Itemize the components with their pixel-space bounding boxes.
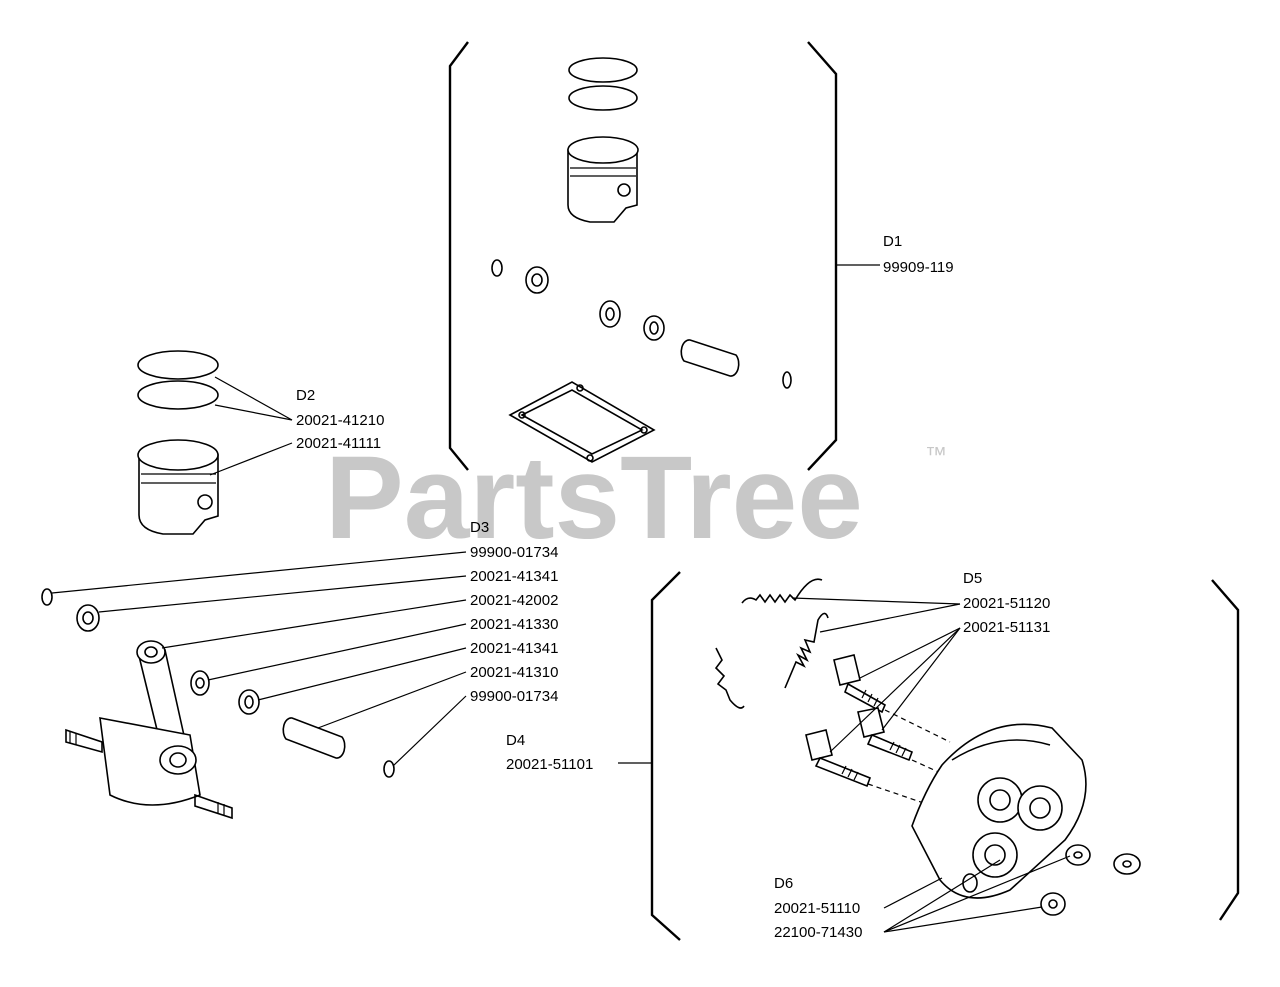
d3-part-number-1: 99900-01734 <box>470 544 558 561</box>
d2-piston-illustration <box>137 439 219 535</box>
d5-bolts-illustration <box>805 654 914 788</box>
d3-ref: D3 <box>470 519 489 536</box>
d3-part-number-6: 20021-41310 <box>470 664 558 681</box>
d5-part-number-1: 20021-51120 <box>963 595 1050 612</box>
d6-part-number-1: 20021-51110 <box>774 900 860 917</box>
d4-ref: D4 <box>506 732 525 749</box>
d1-gasket-illustration <box>508 381 656 463</box>
d1-small-parts-illustration <box>491 259 792 389</box>
d3-part-number-5: 20021-41341 <box>470 640 558 657</box>
d1-piston-rings-illustration <box>568 57 638 111</box>
d1-part-number: 99909-119 <box>883 259 954 276</box>
d3-parts-illustration <box>41 588 395 778</box>
watermark-trademark: ™ <box>925 442 947 467</box>
d5-springs-illustration <box>714 578 829 709</box>
d1-ref: D1 <box>883 233 902 250</box>
d5-part-number-2: 20021-51131 <box>963 619 1050 636</box>
d3-part-number-2: 20021-41341 <box>470 568 558 585</box>
d2-piston-rings-illustration <box>137 350 219 410</box>
d2-ref: D2 <box>296 387 315 404</box>
d1-piston-illustration <box>567 136 639 223</box>
d5-ref: D5 <box>963 570 982 587</box>
d6-part-number-2: 22100-71430 <box>774 924 862 941</box>
d6-ref: D6 <box>774 875 793 892</box>
d4-bracket <box>650 571 1240 941</box>
d6-clutch-illustration <box>911 723 1087 899</box>
d2-part-number-2: 20021-41111 <box>296 435 381 452</box>
d3-part-number-3: 20021-42002 <box>470 592 558 609</box>
d3-crankshaft-illustration <box>65 640 233 820</box>
d6-washers-illustration <box>1040 844 1141 916</box>
d4-part-number: 20021-51101 <box>506 756 593 773</box>
d2-part-number-1: 20021-41210 <box>296 412 384 429</box>
d3-part-number-4: 20021-41330 <box>470 616 558 633</box>
d1-bracket <box>448 41 838 471</box>
d3-part-number-7: 99900-01734 <box>470 688 558 705</box>
